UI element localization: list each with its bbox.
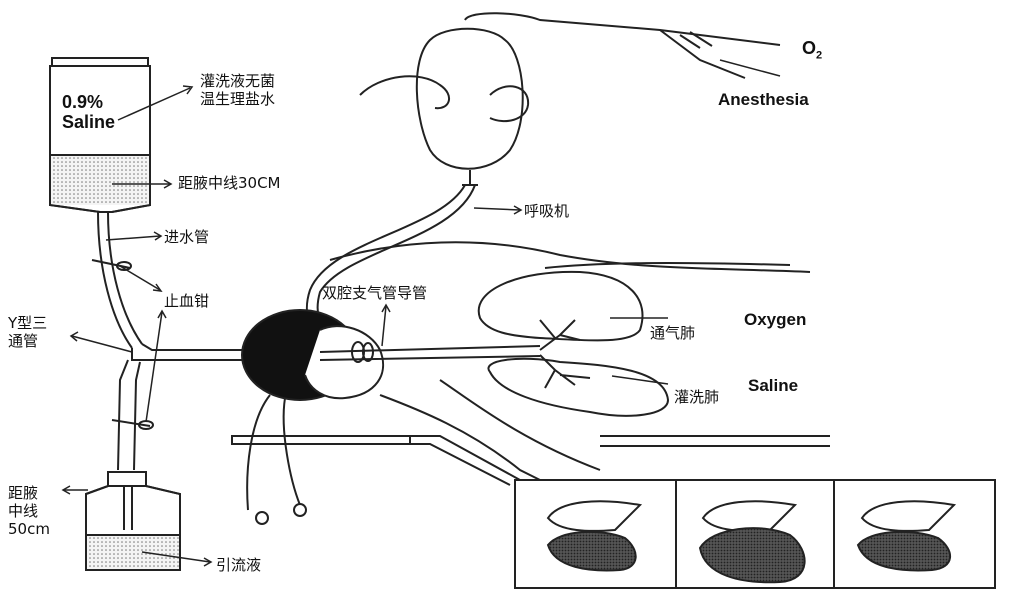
ventilator-bag (305, 12, 781, 351)
bottle-label-line2: Saline (62, 112, 116, 132)
height-50cm-label: 距腋 中线 50cm (8, 484, 50, 538)
irrigation-fluid-line2: 温生理盐水 (200, 90, 276, 108)
o2-subscript: 2 (816, 49, 823, 62)
irrigation-fluid-label: 灌洗液无菌 温生理盐水 (200, 72, 275, 108)
height-30cm-label: 距腋中线30CM (178, 174, 281, 192)
inflow-tube-label: 进水管 (164, 228, 210, 246)
patient-body (231, 241, 830, 525)
saline-label: Saline (748, 376, 799, 395)
height-50cm-line2: 中线 (8, 502, 39, 520)
o2-label: O2 (802, 38, 822, 62)
ventilated-lung-label: 通气肺 (650, 324, 696, 342)
drainage-label: 引流液 (216, 556, 262, 574)
lung-inset-panels (514, 479, 996, 589)
lavage-lung-label: 灌洗肺 (674, 388, 720, 406)
y-tube-line1: Y型三 (8, 314, 48, 332)
y-tube-line2: 通管 (8, 332, 39, 350)
lungs (319, 270, 670, 417)
anesthesia-label: Anesthesia (718, 90, 809, 109)
height-50cm-line1: 距腋 (8, 484, 39, 502)
irrigation-fluid-line1: 灌洗液无菌 (200, 72, 276, 90)
y-tube-label: Y型三 通管 (8, 314, 47, 350)
annotation-arrows (61, 59, 781, 567)
height-50cm-line3: 50cm (8, 520, 50, 538)
saline-bottle (49, 57, 151, 213)
oxygen-label: Oxygen (744, 310, 807, 329)
bottle-label: 0.9% Saline (62, 92, 115, 132)
bottle-label-line1: 0.9% (62, 92, 104, 112)
double-lumen-tube-label: 双腔支气管导管 (322, 284, 428, 302)
hemostat-label: 止血钳 (164, 292, 210, 310)
o2-text: O (802, 38, 817, 58)
ventilator-label: 呼吸机 (524, 202, 570, 220)
drainage-bottle (85, 471, 181, 571)
